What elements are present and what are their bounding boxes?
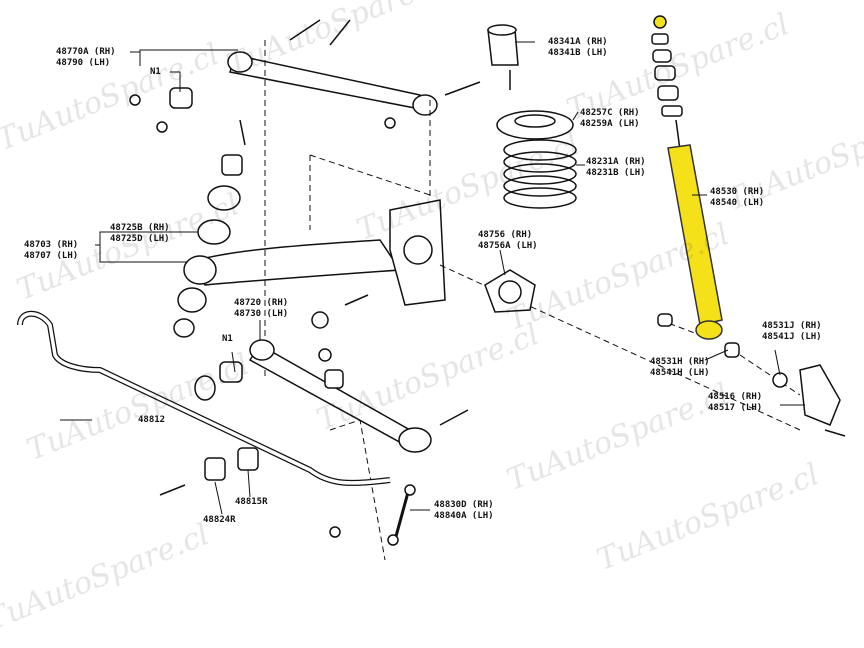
lateral-rod [194, 311, 469, 453]
part-number-rh: 48703 (RH) [24, 240, 79, 250]
part-number-rh: 48725B (RH) [110, 223, 170, 233]
part-number-lh: 48541H (LH) [650, 368, 710, 378]
label-cushion-j: 48531J (RH)48541J (LH) [762, 321, 822, 343]
label-spring-insulator: 48257C (RH)48259A (LH) [580, 108, 640, 130]
label-lower-arm: 48703 (RH)48707 (LH) [24, 240, 78, 262]
part-number-lh: 48840A (LH) [434, 511, 494, 521]
stabilizer-bar [17, 310, 416, 546]
part-number-lh: 48517 (LH) [708, 403, 763, 413]
spacer-plate [484, 269, 536, 313]
label-cushion-h: 48531H (RH)48541H (LH) [650, 357, 710, 379]
label-stabilizer-bracket: 48824R [203, 515, 236, 525]
part-number-rh: 48231A (RH) [586, 157, 646, 167]
part-number-rh: 48830D (RH) [434, 500, 494, 510]
bushings [173, 154, 243, 338]
leader-lines [60, 41, 805, 515]
part-number-rh: 48530 (RH) [710, 187, 765, 197]
part-number-rh: 48531H (RH) [650, 357, 710, 367]
part-number-rh: 48257C (RH) [580, 108, 640, 118]
part-number-rh: 48756 (RH) [478, 230, 533, 240]
label-n1-lower: N1 [222, 334, 233, 344]
label-n1-upper: N1 [150, 67, 161, 77]
label-stabilizer-bushing: 48815R [235, 497, 268, 507]
label-bumper-stopper: 48341A (RH)48341B (LH) [548, 37, 608, 59]
label-lateral-rod: 48720 (RH)48730 (LH) [234, 298, 288, 320]
label-shock-absorber: 48530 (RH)48540 (LH) [710, 187, 764, 209]
part-number-rh: 48516 (RH) [708, 392, 763, 402]
cushions-bracket [657, 313, 846, 437]
part-number-lh: 48730 (LH) [234, 309, 289, 319]
label-upper-arm: 48770A (RH)48790 (LH) [56, 47, 116, 69]
part-number-rh: 48531J (RH) [762, 321, 822, 331]
shock-absorber [667, 144, 723, 340]
part-number-lh: 48725D (LH) [110, 234, 170, 244]
coil-spring-assembly [487, 24, 577, 209]
upper-control-arm [129, 19, 481, 146]
label-spacer: 48756 (RH)48756A (LH) [478, 230, 538, 252]
label-bushing: 48725B (RH)48725D (LH) [110, 223, 170, 245]
part-number-lh: 48259A (LH) [580, 119, 640, 129]
part-number-lh: 48231B (LH) [586, 168, 646, 178]
part-number-lh: 48756A (LH) [478, 241, 538, 251]
part-number-lh: 48541J (LH) [762, 332, 822, 342]
part-number-lh: 48341B (LH) [548, 48, 608, 58]
part-number-lh: 48707 (LH) [24, 251, 79, 261]
label-stabilizer-bar: 48812 [138, 415, 166, 425]
reference-lines [264, 40, 801, 561]
part-number-lh: 48790 (LH) [56, 58, 111, 68]
part-number-rh: 48341A (RH) [548, 37, 608, 47]
part-number-rh: 48720 (RH) [234, 298, 289, 308]
label-coil-spring: 48231A (RH)48231B (LH) [586, 157, 646, 179]
part-number-rh: 48770A (RH) [56, 47, 116, 57]
lower-control-arm [183, 199, 446, 306]
label-bracket: 48516 (RH)48517 (LH) [708, 392, 762, 414]
part-number-lh: 48540 (LH) [710, 198, 765, 208]
shock-mount-hardware [651, 15, 683, 151]
label-stabilizer-link: 48830D (RH)48840A (LH) [434, 500, 494, 522]
